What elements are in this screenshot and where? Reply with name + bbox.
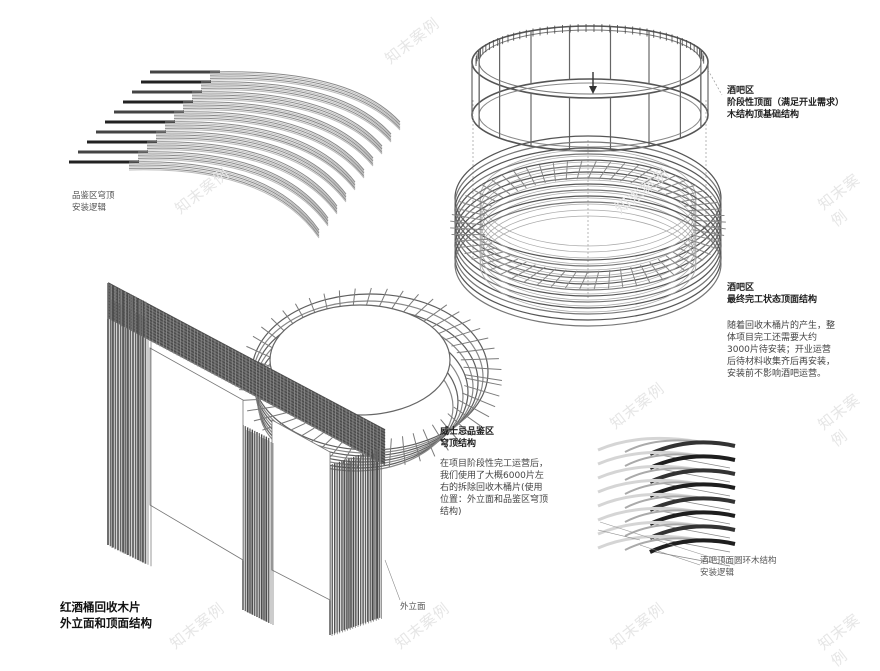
ring-install-detail <box>598 438 735 566</box>
down-arrow-head-icon <box>589 86 597 94</box>
text-bar-final-desc: 随着回收木桶片的产生，整 体项目完工还需要大约 3000片待安装；开业运营 后待… <box>727 320 835 380</box>
label-bar-final: 酒吧区 最终完工状态顶面结构 <box>727 282 817 306</box>
main-title: 红酒桶回收木片 外立面和顶面结构 <box>60 599 152 631</box>
label-bar-phase: 酒吧区 阶段性顶面（满足开业需求） 木结构顶基础结构 <box>727 85 844 121</box>
label-ring-install: 酒吧顶面圆环木结构 安装逻辑 <box>700 555 777 579</box>
label-vault-install: 品鉴区穹顶 安装逻辑 <box>72 190 115 214</box>
text-whisky-desc: 在项目阶段性完工运营后， 我们使用了大概6000片左 右的拆除回收木桶片(使用 … <box>440 458 548 518</box>
vault-install-detail <box>69 72 400 238</box>
bar-phase-ring <box>472 24 708 151</box>
label-whisky-dome: 威士忌品鉴区 穹顶结构 <box>440 426 494 450</box>
label-facade: 外立面 <box>400 601 426 613</box>
